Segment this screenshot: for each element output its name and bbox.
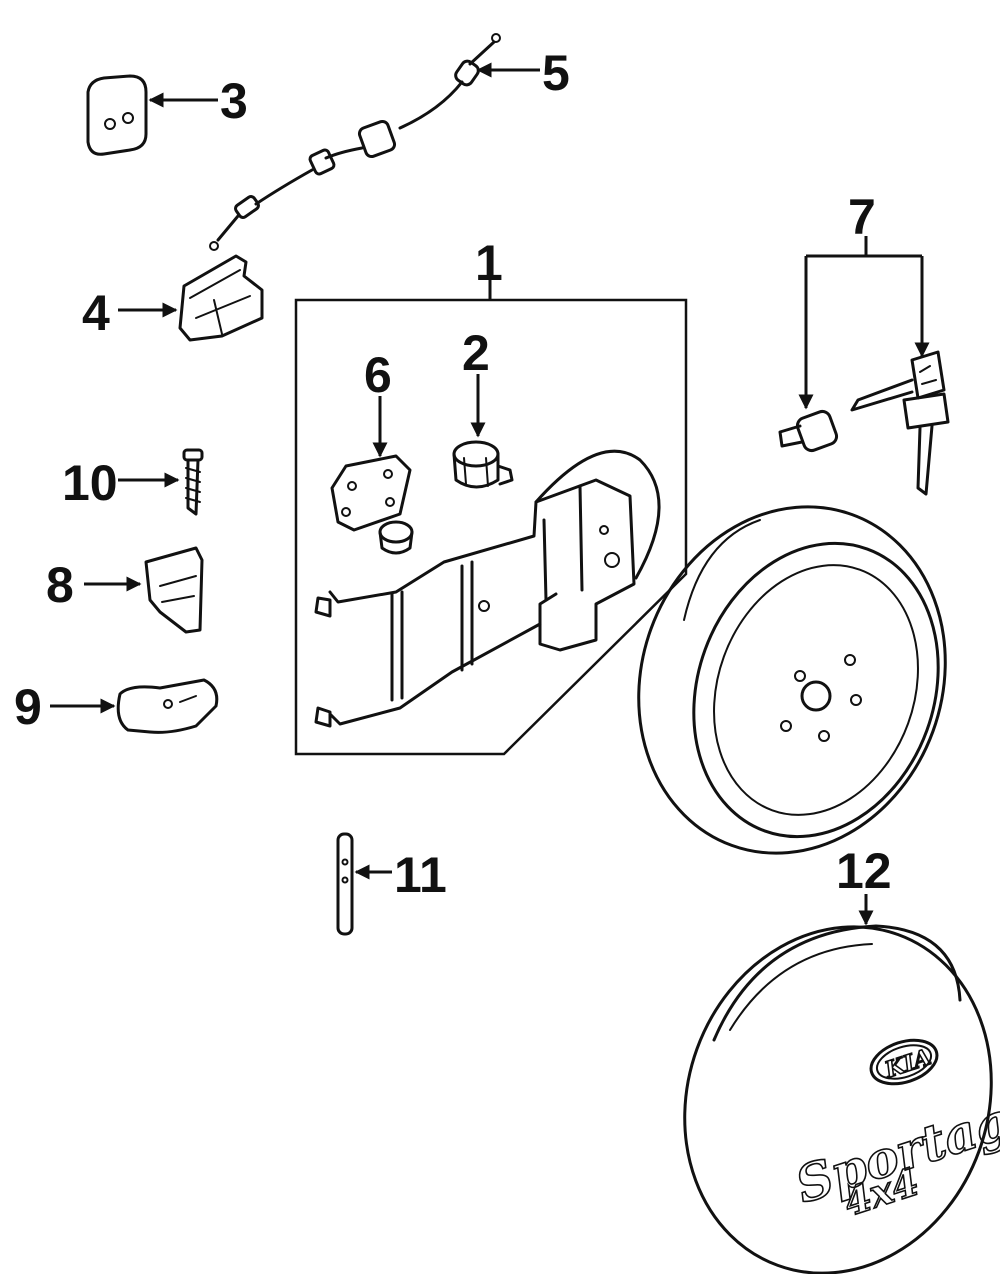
callout-1: 1: [475, 235, 503, 291]
kit-box-1: [294, 298, 688, 756]
part-12-tire-cover: KIA Sportage 4x4: [683, 924, 1000, 1274]
part-9-pad: [116, 678, 219, 734]
callout-8: 8: [46, 557, 74, 613]
callout-4: 4: [82, 285, 110, 341]
callout-3: 3: [220, 73, 248, 129]
part-10-screw: [182, 448, 204, 516]
callout-5: 5: [542, 45, 570, 101]
callout-11: 11: [394, 847, 447, 903]
part-4-bracket: [178, 254, 264, 342]
part-1-carrier-frame: [314, 449, 661, 728]
kia-logo-text: KIA: [881, 1044, 934, 1083]
spare-tire: [637, 505, 947, 855]
callout-7: 7: [848, 189, 876, 245]
kia-logo: KIA: [869, 1038, 939, 1086]
callout-2: 2: [462, 325, 490, 381]
part-6-plate: [330, 454, 412, 532]
part-7-lock-keys: [778, 236, 950, 496]
part-3-plate: [86, 74, 148, 156]
callout-6: 6: [364, 347, 392, 403]
part-8-clip: [144, 546, 204, 634]
part-11-pin: [336, 832, 354, 936]
part-bushing: [378, 520, 414, 555]
part-2-cylinder: [452, 440, 514, 489]
part-5-cable: [209, 33, 501, 251]
callout-9: 9: [14, 679, 42, 735]
callout-10: 10: [62, 455, 118, 511]
callout-12: 12: [836, 843, 892, 899]
